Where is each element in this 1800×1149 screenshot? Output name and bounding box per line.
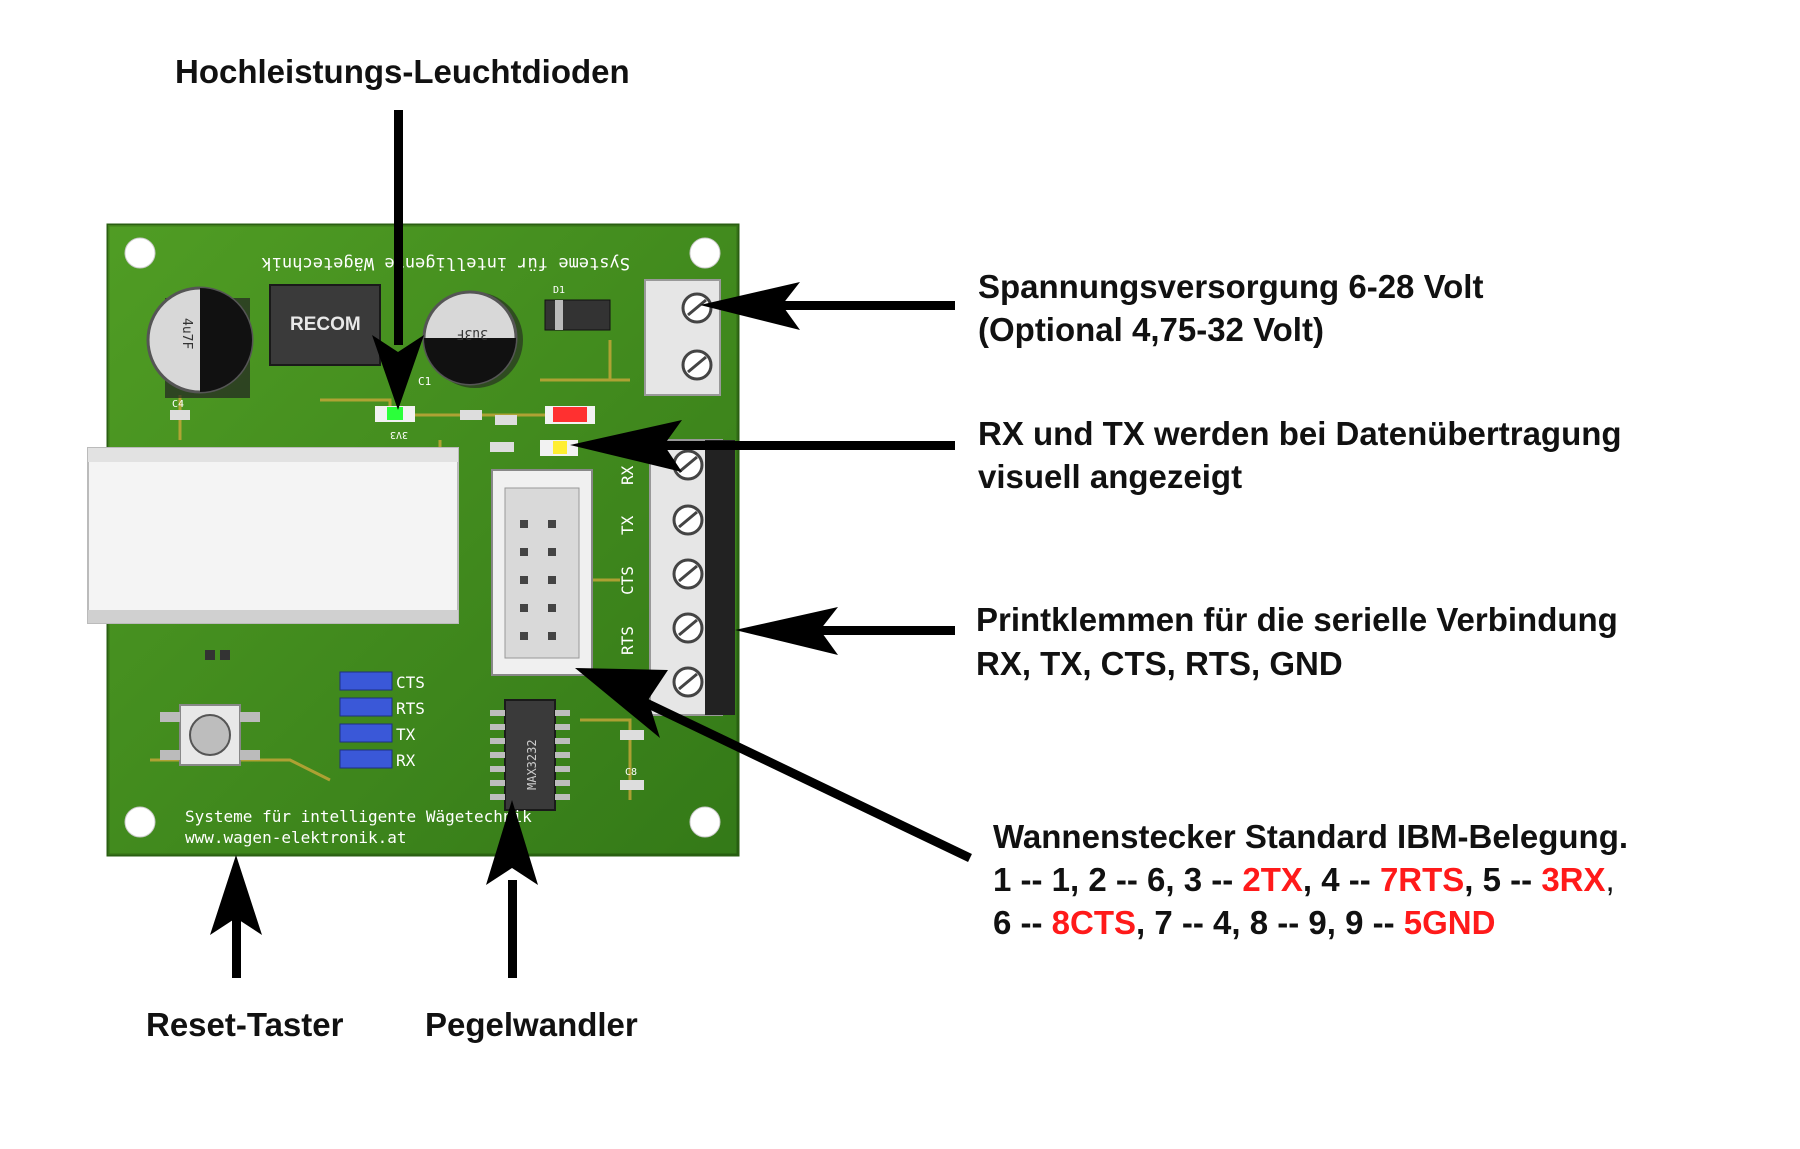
pinmap-text: , 7 -- 4, 8 -- 9, 9 -- — [1136, 904, 1404, 941]
label-pinmap-line1: 1 -- 1, 2 -- 6, 3 -- 2TX, 4 -- 7RTS, 5 -… — [993, 858, 1615, 901]
pinmap-comma: , — [1605, 861, 1615, 898]
pinmap-3rx: 3RX — [1541, 861, 1606, 898]
jp-cts: CTS — [396, 673, 425, 692]
led-yellow — [540, 440, 578, 456]
serial-terminal — [649, 439, 735, 716]
pcb-top-text: Systeme für intelligente Wägetechnik — [262, 253, 630, 273]
pinmap-8cts: 8CTS — [1051, 904, 1137, 941]
sil-cts: CTS — [618, 566, 637, 595]
pinmap-text: 1 -- 1, 2 -- 6, 3 -- — [993, 861, 1243, 898]
label-pinmap-line2: 6 -- 8CTS, 7 -- 4, 8 -- 9, 9 -- 5GND — [993, 901, 1495, 944]
capacitor-right: 3u3F — [422, 290, 523, 388]
jumper-block: CTS RTS TX RX — [339, 671, 425, 770]
pcb-bottom-text2: www.wagen-elektronik.at — [185, 828, 407, 847]
sil-rts: RTS — [618, 626, 637, 655]
cap-right-text: 3u3F — [457, 326, 488, 341]
max3232-ic: MAX3232 — [490, 699, 570, 811]
arrow-leds — [372, 110, 424, 410]
arrow-reset — [210, 855, 262, 978]
pinmap-text: , 5 -- — [1464, 861, 1542, 898]
reset-button-part — [160, 650, 260, 766]
label-level: Pegelwandler — [425, 1006, 638, 1043]
arrow-rxtx — [570, 420, 955, 472]
arrow-header — [575, 668, 972, 863]
arrows — [210, 110, 972, 978]
connector-housing — [87, 447, 459, 624]
label-terminals-line2: RX, TX, CTS, RTS, GND — [976, 645, 1343, 682]
box-header — [491, 469, 593, 676]
pinmap-2tx: 2TX — [1242, 861, 1303, 898]
jp-rts: RTS — [396, 699, 425, 718]
jp-tx: TX — [396, 725, 416, 744]
label-leds: Hochleistungs-Leuchtdioden — [175, 53, 630, 90]
mount-hole — [124, 237, 156, 269]
arrow-level — [486, 800, 538, 978]
pinmap-5gnd: 5GND — [1403, 904, 1496, 941]
label-rxtx-line1: RX und TX werden bei Datenübertragung — [978, 415, 1622, 452]
led-green: 3V3 — [375, 406, 415, 440]
label-power-line1: Spannungsversorgung 6-28 Volt — [978, 268, 1484, 305]
label-power-line2: (Optional 4,75-32 Volt) — [978, 311, 1324, 348]
recom-text: RECOM — [290, 314, 361, 335]
c1-label: C1 — [418, 375, 431, 388]
d1-label: D1 — [553, 285, 565, 296]
label-reset: Reset-Taster — [146, 1006, 344, 1043]
recom-module: RECOM — [269, 284, 381, 366]
sil-tx: TX — [618, 515, 637, 535]
sil-rx: RX — [618, 465, 637, 485]
arrow-power — [700, 282, 955, 330]
label-header-line1: Wannenstecker Standard IBM-Belegung. — [993, 818, 1629, 855]
c4-label: C4 — [172, 399, 184, 410]
mount-hole — [689, 237, 721, 269]
ic-label: MAX3232 — [525, 739, 539, 790]
pinmap-text: , 4 -- — [1302, 861, 1380, 898]
mount-hole — [124, 806, 156, 838]
led-label: 3V3 — [390, 429, 408, 440]
capacitor-left: 4u7F — [146, 286, 254, 398]
label-rxtx-line2: visuell angezeigt — [978, 458, 1243, 495]
jp-rx: RX — [396, 751, 416, 770]
pcb-bottom-text1: Systeme für intelligente Wägetechnik — [185, 807, 532, 826]
power-terminal — [644, 279, 721, 396]
c8-label: C8 — [625, 767, 637, 778]
pcb-board: Systeme für intelligente Wägetechnik 4u7… — [87, 223, 740, 857]
mount-hole — [689, 806, 721, 838]
led-red — [545, 406, 595, 424]
arrow-terminals — [735, 607, 955, 655]
label-terminals-line1: Printklemmen für die serielle Verbindung — [976, 601, 1618, 638]
pinmap-7rts: 7RTS — [1379, 861, 1465, 898]
pinmap-text: 6 -- — [993, 904, 1052, 941]
diode-d1: D1 — [544, 285, 611, 331]
cap-left-text: 4u7F — [179, 318, 194, 349]
